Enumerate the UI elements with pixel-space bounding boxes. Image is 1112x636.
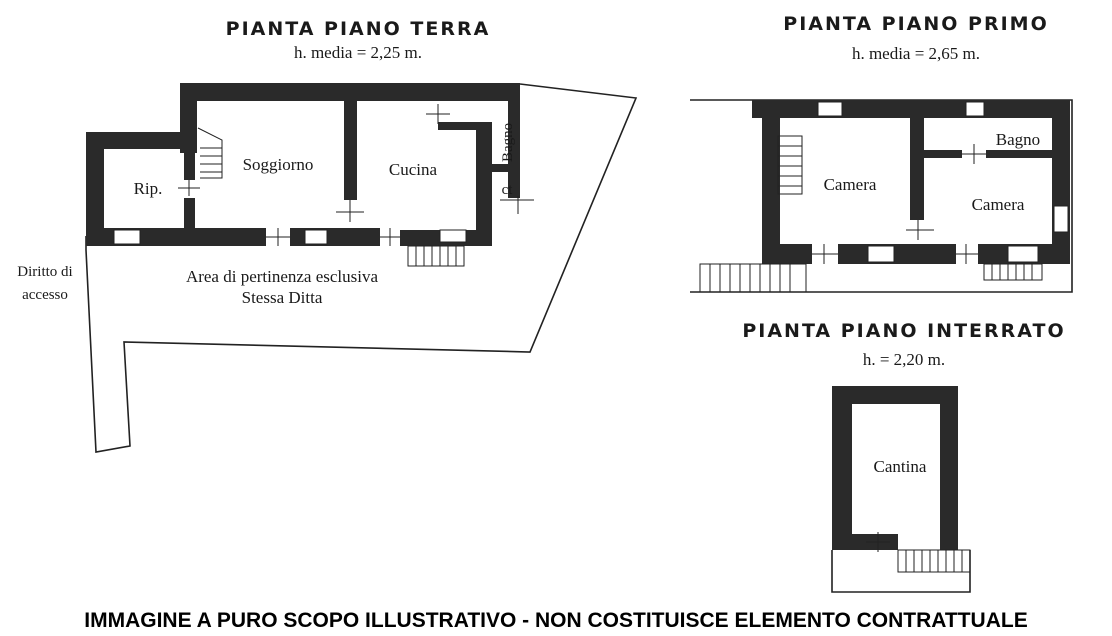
window [817,101,843,117]
ground-wall [184,150,195,180]
first-wall [1052,100,1070,264]
first-wall [762,100,780,264]
room-bagno-first: Bagno [996,130,1040,149]
ground-floor-title: PIANTA PIANO TERRA [226,18,491,40]
window [439,229,467,243]
ground-wall [86,228,266,246]
ground-floor-subtitle: h. media = 2,25 m. [294,43,422,62]
basement-plan: PIANTA PIANO INTERRATO h. = 2,20 m. Cant… [742,320,1065,593]
room-rip: Rip. [134,179,163,198]
ground-wall [344,92,357,200]
first-wall [986,150,1056,158]
room-ct: ct [502,182,514,198]
ground-floor-plan: PIANTA PIANO TERRA h. media = 2,25 m. [17,18,638,453]
basement-stairs [897,549,971,573]
basement-wall [940,386,958,550]
first-floor-plan: PIANTA PIANO PRIMO h. media = 2,65 m. [690,13,1073,293]
basement-wall [832,534,898,550]
window [867,245,895,263]
access-label-1: Diritto di [17,264,72,280]
basement-subtitle: h. = 2,20 m. [863,350,945,369]
basement-wall [832,386,852,550]
window [113,229,141,245]
room-bagno-ground: Bagno [500,123,516,162]
basement-outline [831,550,971,593]
area-label-2: Stessa Ditta [242,288,323,307]
ground-floor-stairs [197,127,465,267]
access-label-2: accesso [22,287,68,303]
window [304,229,328,245]
ground-wall [476,122,492,246]
ground-wall [438,122,488,130]
room-cantina: Cantina [874,457,927,476]
room-soggiorno: Soggiorno [243,155,314,174]
basement-title: PIANTA PIANO INTERRATO [742,320,1065,342]
room-camera-left: Camera [824,175,877,194]
basement-wall [832,386,958,404]
first-wall [916,150,962,158]
window [1007,245,1039,263]
exclusive-area-outline [85,83,638,453]
window [965,101,985,117]
door-marks [866,532,890,552]
room-camera-right: Camera [972,195,1025,214]
area-label-1: Area di pertinenza esclusiva [186,267,379,286]
first-floor-title: PIANTA PIANO PRIMO [783,13,1048,35]
ground-wall [492,164,512,172]
room-cucina: Cucina [389,160,438,179]
ground-wall [290,228,380,246]
ground-wall [86,132,104,246]
ground-wall [184,198,195,228]
first-floor-stairs [699,135,1043,293]
window [1053,205,1069,233]
first-wall [762,244,812,264]
first-wall [838,244,956,264]
ground-wall [86,132,194,149]
first-floor-subtitle: h. media = 2,65 m. [852,44,980,63]
door-marks [812,144,986,264]
door-marks [178,104,534,246]
first-wall [910,108,924,220]
disclaimer-footer: IMMAGINE A PURO SCOPO ILLUSTRATIVO - NON… [84,609,1027,632]
